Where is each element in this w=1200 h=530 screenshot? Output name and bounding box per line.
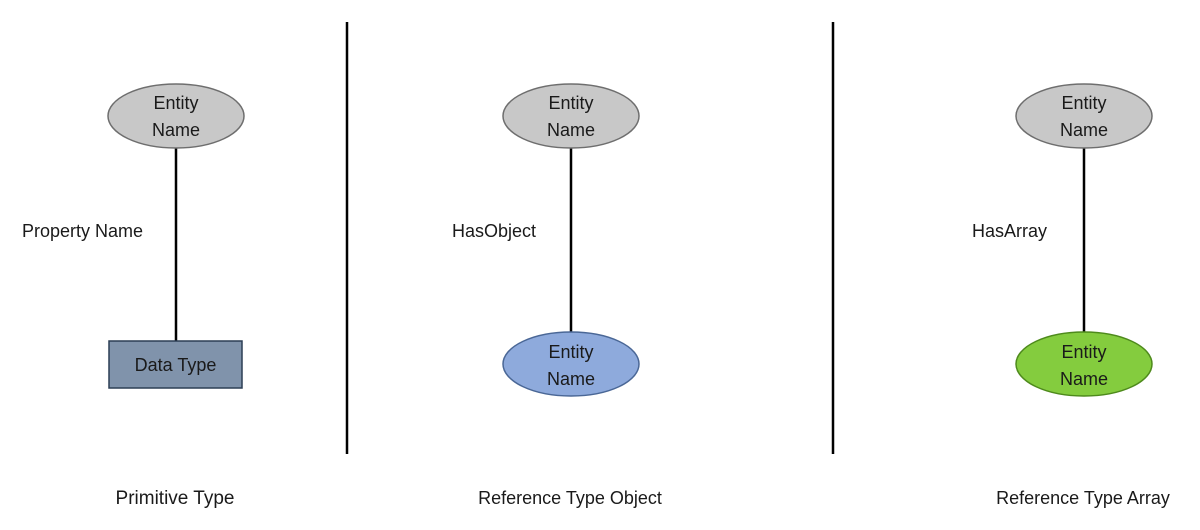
array-entity-label-line2: Name [1060,369,1108,389]
panel-reference-type-object: Entity Name HasObject Entity Name Refere… [452,83,662,508]
panel-reference-type-array: Entity Name HasArray Entity Name Referen… [972,83,1170,508]
edge-label-has-array: HasArray [972,221,1047,241]
object-entity-label-line1: Entity [548,342,593,362]
edge-label-has-object: HasObject [452,221,536,241]
caption-reference-type-object: Reference Type Object [478,488,662,508]
source-entity-label-line2: Name [152,120,200,140]
array-entity-node [1015,331,1153,397]
source-entity-label-line2: Name [547,120,595,140]
source-entity-label-line1: Entity [153,93,198,113]
panel-primitive-type: Entity Name Property Name Data Type Prim… [22,83,245,509]
edge-label-property-name: Property Name [22,221,143,241]
object-entity-label-line2: Name [547,369,595,389]
data-type-label: Data Type [135,355,217,375]
source-entity-label-line1: Entity [548,93,593,113]
array-entity-label-line1: Entity [1061,342,1106,362]
caption-primitive-type: Primitive Type [116,488,235,509]
caption-reference-type-array: Reference Type Array [996,488,1170,508]
source-entity-node [502,83,640,149]
source-entity-node [107,83,245,149]
source-entity-label-line2: Name [1060,120,1108,140]
source-entity-node [1015,83,1153,149]
source-entity-label-line1: Entity [1061,93,1106,113]
data-type-node [108,340,243,389]
object-entity-node [502,331,640,397]
